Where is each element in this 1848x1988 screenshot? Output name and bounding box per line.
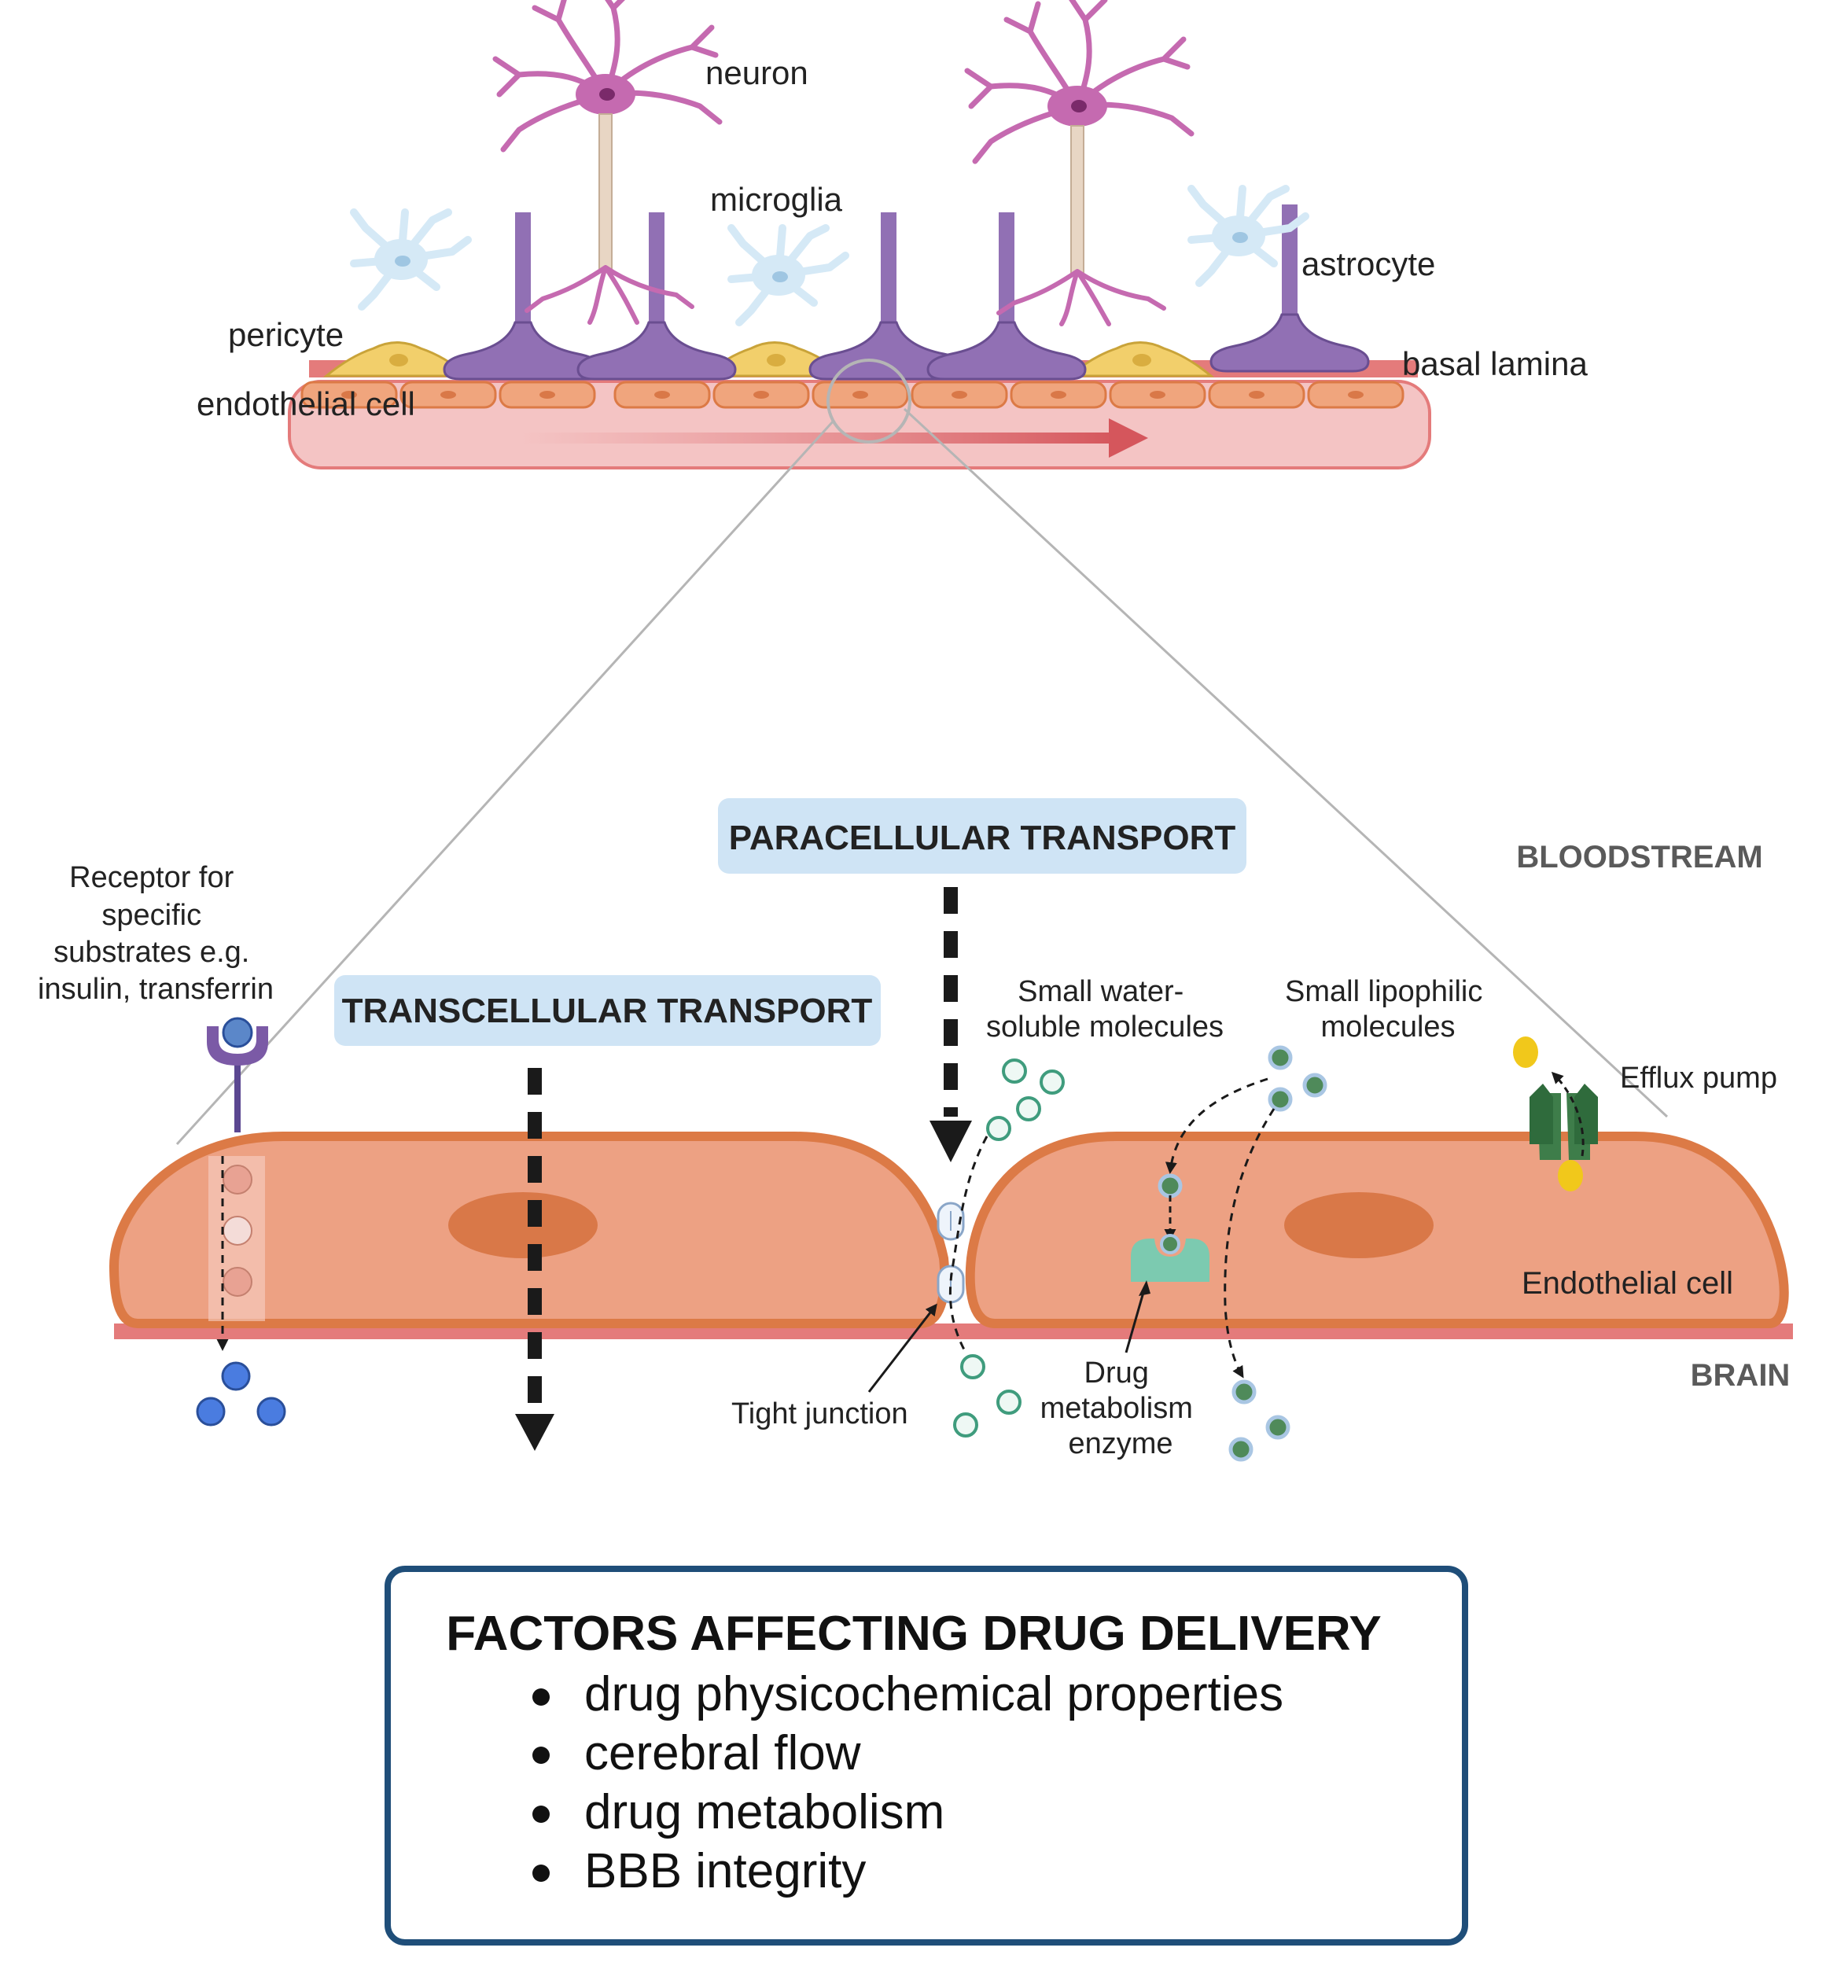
drug-metabolism-enzyme xyxy=(1125,1195,1209,1353)
paracellular-box xyxy=(718,798,1246,874)
label-bloodstream: BLOODSTREAM xyxy=(1516,840,1762,874)
label-small-lipophilic: Small lipophilic molecules xyxy=(1285,975,1491,1044)
label-pericyte: pericyte xyxy=(228,316,344,353)
transcellular-box xyxy=(334,975,881,1046)
factor-item: BBB integrity xyxy=(584,1844,866,1898)
label-basal-lamina: basal lamina xyxy=(1402,345,1588,382)
label-tight-junction: Tight junction xyxy=(731,1397,908,1430)
nucleus-left xyxy=(448,1192,598,1258)
paracellular-arrow xyxy=(930,887,972,1162)
factor-item: drug metabolism xyxy=(584,1785,944,1839)
label-drug-metabolism-enzyme: Drug metabolism enzyme xyxy=(1040,1357,1202,1460)
factor-item: cerebral flow xyxy=(584,1726,861,1780)
efflux-pump xyxy=(1513,1036,1598,1191)
transcellular-arrow xyxy=(515,1068,554,1451)
factor-item: drug physicochemical properties xyxy=(584,1667,1283,1721)
label-paracellular-transport: PARACELLULAR TRANSPORT xyxy=(729,819,1236,857)
pericyte-3 xyxy=(1068,341,1213,377)
receptor-transcytosis xyxy=(196,1017,286,1427)
neurovascular-unit: neuron microglia astrocyte pericyte basa… xyxy=(175,0,1669,1146)
astrocyte-foot-4 xyxy=(926,211,1087,381)
bullet-icon xyxy=(532,1806,550,1823)
microglia-cell-1 xyxy=(354,212,468,307)
zoom-circle xyxy=(826,359,911,444)
zoom-line-right xyxy=(903,407,1669,1118)
neuron-1 xyxy=(495,0,720,325)
microglia-cell-2 xyxy=(731,228,845,322)
lipophilic-molecules xyxy=(1158,1045,1327,1462)
label-small-water-soluble: Small water- soluble molecules xyxy=(986,975,1224,1044)
receptor-icon xyxy=(207,1026,268,1066)
bullet-icon xyxy=(532,1747,550,1764)
label-microglia: microglia xyxy=(710,181,843,218)
bbb-cross-section: PARACELLULAR TRANSPORT TRANSCELLULAR TRA… xyxy=(38,798,1793,1462)
tight-junction-pointer xyxy=(867,1303,937,1393)
label-endothelial-cell-bottom: Endothelial cell xyxy=(1522,1266,1733,1301)
label-brain: BRAIN xyxy=(1691,1358,1791,1393)
nucleus-right xyxy=(1284,1192,1434,1258)
factors-list: drug physicochemical properties cerebral… xyxy=(532,1667,1283,1898)
water-soluble-molecules xyxy=(948,1058,1065,1438)
label-neuron: neuron xyxy=(705,54,808,91)
label-endothelial-cell: endothelial cell xyxy=(197,385,415,422)
astrocyte-foot-3 xyxy=(808,211,969,381)
neuron-2 xyxy=(967,0,1191,326)
factors-title: FACTORS AFFECTING DRUG DELIVERY xyxy=(446,1607,1382,1661)
factors-box: FACTORS AFFECTING DRUG DELIVERY drug phy… xyxy=(385,1566,1468,1946)
label-transcellular-transport: TRANSCELLULAR TRANSPORT xyxy=(342,992,873,1030)
endothelial-row xyxy=(300,381,1404,409)
label-receptor: Receptor for specific substrates e.g. in… xyxy=(38,861,274,1006)
bullet-icon xyxy=(532,1865,550,1882)
label-astrocyte: astrocyte xyxy=(1301,245,1435,282)
zoom-line-left xyxy=(175,419,835,1146)
flow-arrow-head xyxy=(1109,418,1148,458)
bullet-icon xyxy=(532,1688,550,1706)
label-efflux-pump: Efflux pump xyxy=(1620,1062,1777,1095)
